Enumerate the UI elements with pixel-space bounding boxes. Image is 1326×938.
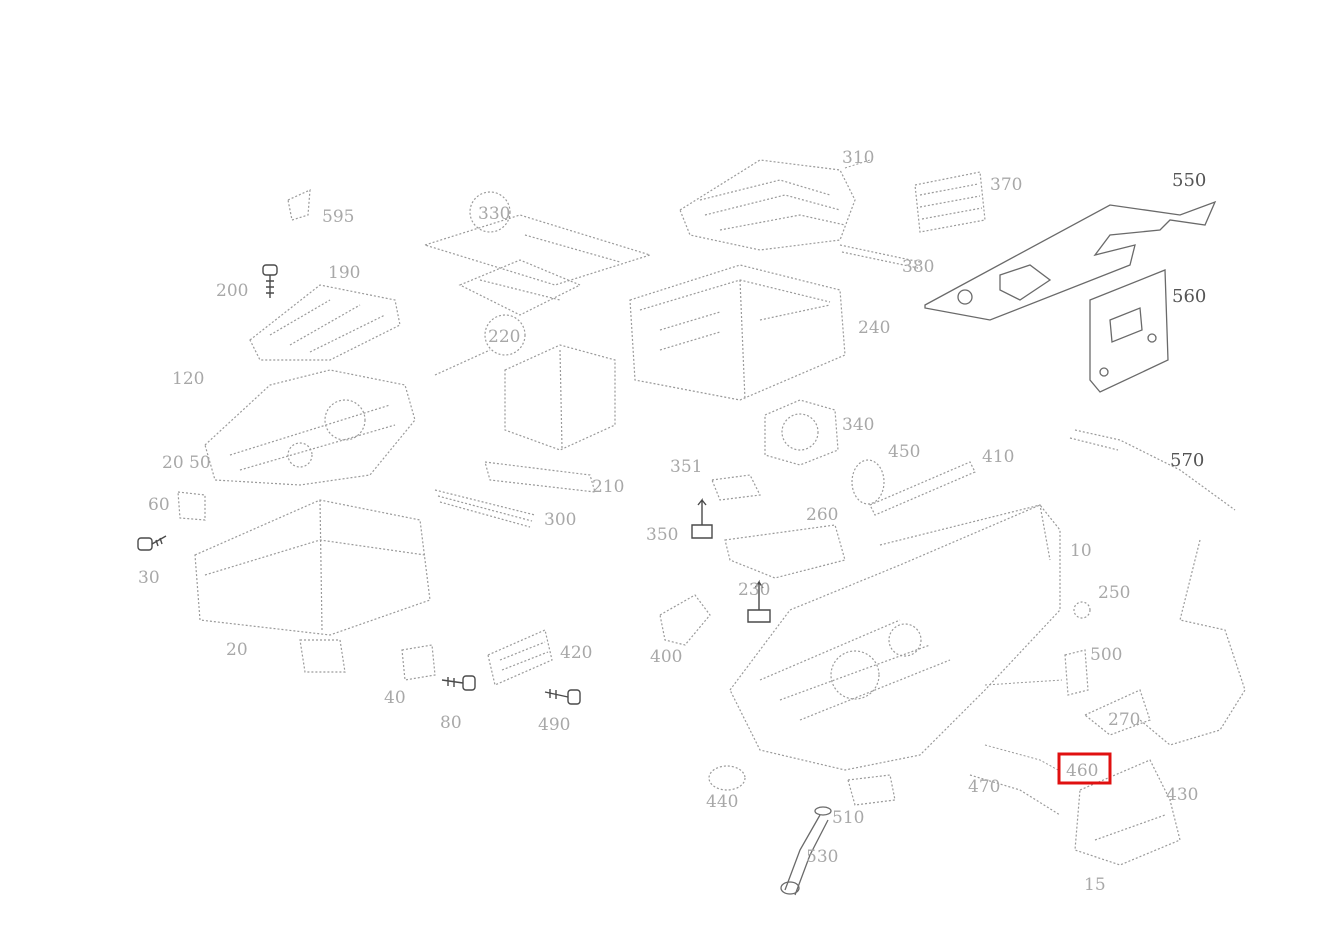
screw-490[interactable]: [544, 689, 581, 705]
retainer-250[interactable]: [1073, 601, 1091, 619]
connector-420[interactable]: [487, 629, 553, 686]
callout-240: 240: [858, 318, 890, 338]
callout-560: 560: [1172, 286, 1206, 307]
dipstick-tube-530[interactable]: [780, 806, 832, 896]
callout-270: 270: [1108, 710, 1140, 730]
harness-270[interactable]: [1083, 539, 1246, 746]
callout-20-50: 20 50: [162, 453, 211, 473]
callout-230: 230: [738, 580, 770, 600]
callout-351: 351: [670, 457, 702, 477]
gear-cluster-340[interactable]: [764, 399, 839, 466]
callout-450: 450: [888, 442, 920, 462]
callout-570: 570: [1170, 450, 1204, 471]
screw-350[interactable]: [691, 498, 713, 539]
callout-210: 210: [592, 477, 624, 497]
screw-230[interactable]: [747, 579, 771, 623]
callout-510: 510: [832, 808, 864, 828]
sensor-rod-380[interactable]: [839, 244, 921, 269]
screw-30[interactable]: [137, 535, 167, 551]
seal-450[interactable]: [851, 459, 885, 505]
callout-220: 220: [488, 327, 520, 347]
callout-120: 120: [172, 369, 204, 389]
fitting-440[interactable]: [708, 765, 746, 791]
spring-300[interactable]: [434, 489, 536, 528]
intake-manifold-assembly[interactable]: [679, 159, 871, 251]
callout-40: 40: [384, 688, 406, 708]
callout-470: 470: [968, 777, 1000, 797]
callout-260: 260: [806, 505, 838, 525]
callout-400: 400: [650, 647, 682, 667]
callout-380: 380: [902, 257, 934, 277]
callout-200: 200: [216, 281, 248, 301]
callout-460: 460: [1066, 761, 1098, 781]
tube-470[interactable]: [969, 774, 1061, 816]
callout-350: 350: [646, 525, 678, 545]
connector-block-370[interactable]: [914, 171, 986, 233]
valve-body-10[interactable]: [194, 499, 431, 673]
screw-80[interactable]: [441, 675, 476, 691]
callout-10: 10: [1070, 541, 1092, 561]
bracket-595[interactable]: [287, 189, 311, 221]
callout-250: 250: [1098, 583, 1130, 603]
callout-15: 15: [1084, 875, 1106, 895]
module-500[interactable]: [984, 649, 1089, 696]
callout-370: 370: [990, 175, 1022, 195]
callout-550: 550: [1172, 170, 1206, 191]
callout-420: 420: [560, 643, 592, 663]
gasket-260[interactable]: [724, 524, 846, 579]
gasket-351[interactable]: [711, 474, 761, 501]
transmission-housing[interactable]: [729, 504, 1061, 771]
callout-410: 410: [982, 447, 1014, 467]
valve-body-120[interactable]: [204, 369, 416, 486]
callout-440: 440: [706, 792, 738, 812]
cover-430[interactable]: [1074, 759, 1181, 866]
shield-plate-550[interactable]: [924, 200, 1217, 321]
rail-410[interactable]: [869, 461, 976, 516]
clip-60[interactable]: [177, 491, 206, 521]
callout-310: 310: [842, 148, 874, 168]
callout-595: 595: [322, 207, 354, 227]
callout-300: 300: [544, 510, 576, 530]
gasket-lower-330[interactable]: [458, 259, 582, 316]
callout-430: 430: [1166, 785, 1198, 805]
callout-190: 190: [328, 263, 360, 283]
control-box-240[interactable]: [629, 264, 846, 401]
highlight-box: [1057, 752, 1112, 785]
cable-570[interactable]: [1069, 429, 1236, 511]
bracket-400[interactable]: [659, 594, 711, 646]
highlighted-callout-460[interactable]: 460: [1057, 752, 1112, 785]
callout-530: 530: [806, 847, 838, 867]
cover-190[interactable]: [249, 284, 401, 361]
callout-60: 60: [148, 495, 170, 515]
callout-340: 340: [842, 415, 874, 435]
callout-500: 500: [1090, 645, 1122, 665]
callout-490: 490: [538, 715, 570, 735]
callout-20: 20: [226, 640, 248, 660]
callout-30: 30: [138, 568, 160, 588]
plug-40[interactable]: [401, 644, 436, 681]
filter-210[interactable]: [484, 461, 596, 493]
cover-510[interactable]: [847, 774, 896, 806]
callout-330: 330: [478, 204, 510, 224]
callout-80: 80: [440, 713, 462, 733]
screw-200[interactable]: [262, 264, 278, 298]
pipe-460[interactable]: [984, 744, 1059, 771]
shield-plate-560[interactable]: [1089, 269, 1169, 393]
gasket-330[interactable]: [422, 191, 653, 286]
actuator-220[interactable]: [434, 314, 616, 451]
